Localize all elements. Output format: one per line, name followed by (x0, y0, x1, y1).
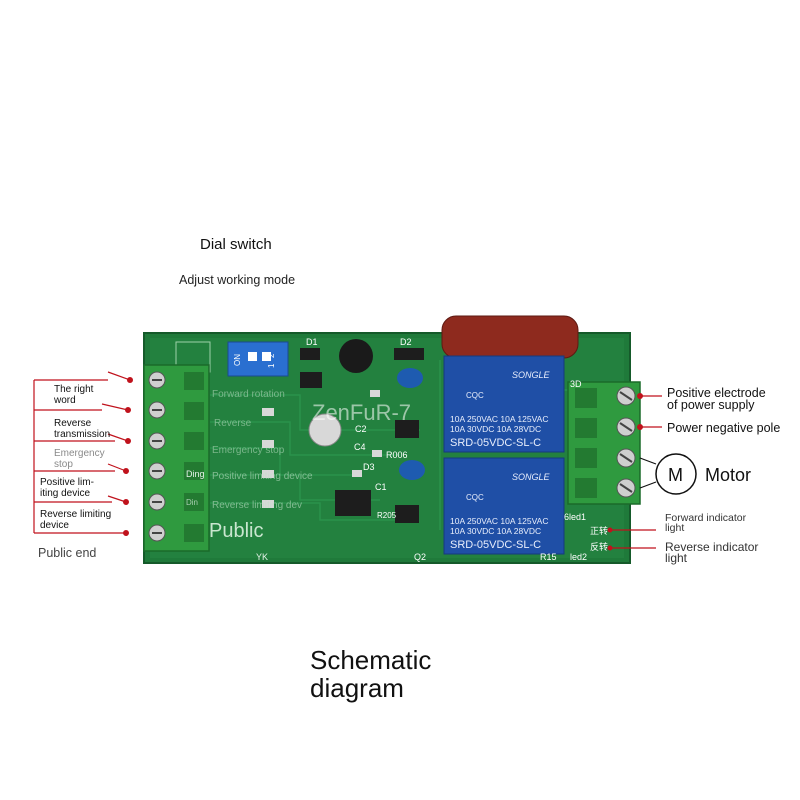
left-leader-dots (123, 377, 133, 536)
film-capacitor (441, 315, 579, 359)
motor-letter: M (668, 465, 683, 485)
label-public-end: Public end (38, 546, 97, 560)
watermark: ZenFuR-7 (312, 400, 411, 425)
silk-q2: Q2 (414, 552, 426, 562)
silk-yk: YK (256, 552, 268, 562)
svg-text:SRD-05VDC-SL-C: SRD-05VDC-SL-C (450, 437, 541, 449)
dip-lever-2[interactable] (262, 352, 271, 361)
smd-components (262, 390, 382, 508)
svg-text:CQC: CQC (466, 391, 484, 400)
electrolytic-capacitor-2 (308, 413, 342, 447)
relay-forward (443, 355, 565, 453)
motor-symbol (655, 453, 697, 495)
dip-on-label: ON (233, 354, 242, 366)
silk-r205: R205 (377, 511, 397, 520)
svg-text:SONGLE: SONGLE (512, 472, 551, 482)
silk-led2: led2 (570, 552, 587, 562)
silk-c1: C1 (375, 482, 387, 492)
blue-capacitor-2 (399, 460, 425, 480)
schematic-caption: Schematic diagram (310, 645, 432, 703)
dip-num-2: 2 (267, 353, 276, 358)
dip-switch[interactable] (227, 341, 289, 377)
svg-text:10A 30VDC 10A 28VDC: 10A 30VDC 10A 28VDC (450, 526, 541, 536)
label-forward-indicator: Forward indicator light (665, 512, 747, 534)
silk-ding-1: Ding (186, 469, 205, 479)
silk-public: Public (209, 520, 263, 542)
silk-d2: D2 (400, 337, 412, 347)
ic-chip-1 (335, 490, 371, 516)
label-reverse-indicator: Reverse indicator light (665, 540, 759, 565)
silk-c2: C2 (355, 424, 367, 434)
silk-d3: D3 (363, 462, 375, 472)
label-positive-limiting: Positive lim- iting device (40, 477, 94, 499)
silk-reverse-limit: Reverse limiting dev (212, 500, 302, 511)
left-terminal-block (143, 364, 210, 552)
silk-cn-reverse: 反转 (590, 541, 608, 552)
label-power-negative: Power negative pole (667, 421, 781, 435)
label-reverse-limiting: Reverse limiting device (40, 509, 112, 531)
right-terminal-slots (575, 388, 597, 498)
silk-3d: 3D (570, 379, 582, 389)
label-emergency-stop: Emergency stop (54, 448, 105, 470)
dial-switch-title: Dial switch (200, 236, 272, 253)
motor-wires (639, 457, 657, 489)
dip-lever-1[interactable] (248, 352, 257, 361)
dial-switch-subtitle: Adjust working mode (179, 273, 296, 287)
svg-text:SRD-05VDC-SL-C: SRD-05VDC-SL-C (450, 539, 541, 551)
left-terminal-slots (184, 372, 204, 542)
silk-cn-forward: 正转 (590, 525, 608, 536)
diode-d1 (300, 348, 320, 360)
svg-text:10A 250VAC 10A 125VAC: 10A 250VAC 10A 125VAC (450, 414, 548, 424)
relay-forward-markings: SONGLE CQC 10A 250VAC 10A 125VAC 10A 30V… (450, 370, 551, 449)
silk-d1: D1 (306, 337, 318, 347)
silk-positive-limit: Positive limiting device (212, 471, 313, 482)
right-leader-lines (610, 395, 662, 549)
electrolytic-capacitor-1 (339, 339, 373, 373)
silk-emergency-stop: Emergency stop (212, 445, 285, 456)
silk-ding-2: Din (186, 498, 198, 507)
relay-reverse-markings: SONGLE CQC 10A 250VAC 10A 125VAC 10A 30V… (450, 472, 551, 551)
silk-c4: C4 (354, 442, 366, 452)
label-positive-electrode: Positive electrode of power supply (667, 386, 766, 412)
svg-text:CQC: CQC (466, 493, 484, 502)
label-motor: Motor (705, 465, 752, 485)
relay-reverse (443, 457, 565, 555)
ic-chip-3 (395, 420, 419, 438)
blue-capacitor-1 (397, 368, 423, 388)
label-reverse-transmission: Reverse transmission (54, 418, 111, 440)
svg-text:10A 30VDC 10A 28VDC: 10A 30VDC 10A 28VDC (450, 424, 541, 434)
left-leader-lines (33, 371, 131, 534)
dip-num-1: 1 (267, 363, 276, 368)
pcb-silkscreen: Forward rotation Reverse Emergency stop … (186, 337, 608, 562)
svg-text:SONGLE: SONGLE (512, 370, 551, 380)
silk-reverse: Reverse (214, 418, 252, 429)
diode-d2 (394, 348, 424, 360)
silk-r006: R006 (386, 450, 408, 460)
silk-r15: R15 (540, 552, 557, 562)
svg-text:10A 250VAC 10A 125VAC: 10A 250VAC 10A 125VAC (450, 516, 548, 526)
ic-chip-2 (300, 372, 322, 388)
silk-6led1: 6led1 (564, 512, 586, 522)
right-terminal-screws (616, 386, 636, 498)
label-the-right-word: The right word (54, 384, 94, 406)
ic-chip-4 (395, 505, 419, 523)
silk-forward-rotation: Forward rotation (212, 389, 285, 400)
left-terminal-screws (148, 371, 166, 542)
right-leader-dots (607, 393, 643, 551)
